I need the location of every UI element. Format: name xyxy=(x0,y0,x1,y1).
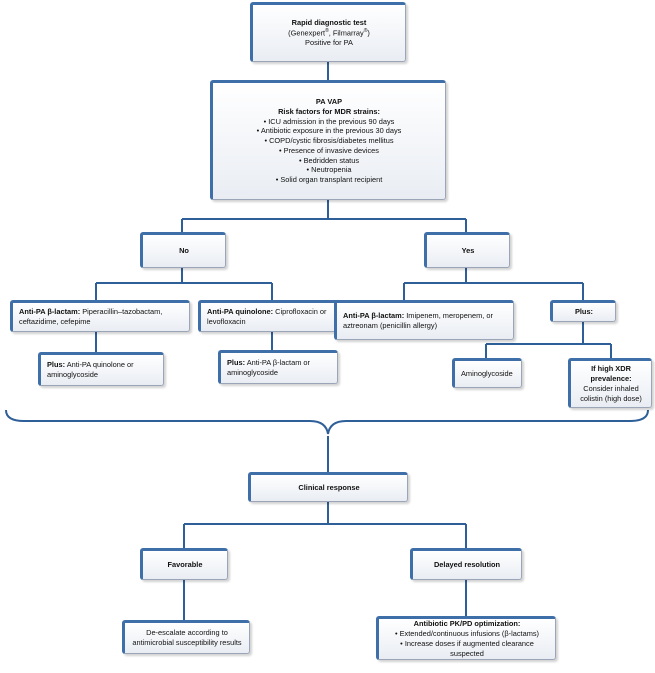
no-beta-plus-text: Plus: Anti-PA quinolone or aminoglycosid… xyxy=(47,360,157,380)
no-beta-lactam-heading: Anti-PA β-lactam: xyxy=(19,307,81,317)
rapid-test-close-paren: ) xyxy=(367,28,370,38)
risk-factor-item: • Bedridden status xyxy=(298,155,360,165)
no-quin-plus-box: Plus: Anti-PA β-lactam or aminoglycoside xyxy=(218,350,338,384)
yes-beta-lactam-text: Anti-PA β-lactam: Imipenem, meropenem, o… xyxy=(343,311,507,331)
no-beta-plus-drugs: Anti-PA quinolone or aminoglycoside xyxy=(47,360,134,379)
risk-factor-item: • COPD/cystic fibrosis/diabetes mellitus xyxy=(264,136,394,146)
no-beta-plus-heading: Plus: xyxy=(47,360,66,370)
risk-factor-item: • Neutropenia xyxy=(306,165,352,175)
rapid-test-box: Rapid diagnostic test (Genexpert®, Filma… xyxy=(250,2,406,62)
no-quinolone-box: Anti-PA quinolone: Ciprofloxacin or levo… xyxy=(198,300,348,332)
deescalate-box: De-escalate according to antimicrobial s… xyxy=(122,620,250,654)
yes-beta-lactam-box: Anti-PA β-lactam: Imipenem, meropenem, o… xyxy=(334,300,514,340)
rapid-test-title: Rapid diagnostic test xyxy=(291,18,367,28)
deescalate-text: De-escalate according to antimicrobial s… xyxy=(132,628,242,647)
risk-factor-item: • Solid organ transplant recipient xyxy=(275,175,383,185)
no-quin-plus-text: Plus: Anti-PA β-lactam or aminoglycoside xyxy=(227,358,331,378)
yes-beta-lactam-heading: Anti-PA β-lactam: xyxy=(343,311,405,321)
clinical-response-box: Clinical response xyxy=(248,472,408,502)
aminoglycoside-box: Aminoglycoside xyxy=(452,358,522,388)
no-beta-lactam-text: Anti-PA β-lactam: Piperacillin–tazobacta… xyxy=(19,307,183,327)
clinical-response-label: Clinical response xyxy=(298,483,360,493)
no-beta-plus-box: Plus: Anti-PA quinolone or aminoglycosid… xyxy=(38,352,164,386)
no-quin-plus-drugs: Anti-PA β-lactam or aminoglycoside xyxy=(227,358,310,377)
xdr-box: If high XDR prevalence: Consider inhaled… xyxy=(568,358,652,408)
risk-factor-item: • Antibiotic exposure in the previous 30… xyxy=(256,126,402,136)
rapid-test-result: Positive for PA xyxy=(305,38,353,48)
risk-factors-heading: Risk factors for MDR strains: xyxy=(278,106,380,116)
favorable-label: Favorable xyxy=(167,560,203,570)
yes-plus-box: Plus: xyxy=(550,300,616,322)
xdr-text: If high XDR prevalence: Consider inhaled… xyxy=(577,364,645,403)
aminoglycoside-label: Aminoglycoside xyxy=(461,369,513,379)
xdr-recommendation: Consider inhaled colistin (high dose) xyxy=(580,384,642,403)
registered-mark-2: ® xyxy=(363,27,368,34)
no-box: No xyxy=(140,232,226,268)
no-quin-plus-heading: Plus: xyxy=(227,358,246,368)
no-quinolone-heading: Anti-PA quinolone: xyxy=(207,307,274,317)
pkpd-item: • Increase doses if augmented clearance … xyxy=(400,639,534,658)
risk-factor-item: • Presence of invasive devices xyxy=(279,145,379,155)
yes-beta-lactam-drugs: Imipenem, meropenem, or aztreonam (penic… xyxy=(343,311,493,330)
pa-vap-box: PA VAP Risk factors for MDR strains: • I… xyxy=(210,80,446,200)
yes-label: Yes xyxy=(461,246,475,256)
xdr-heading: If high XDR prevalence: xyxy=(590,364,632,384)
favorable-box: Favorable xyxy=(140,548,228,580)
pkpd-item: • Extended/continuous infusions (β-lacta… xyxy=(394,629,540,639)
rapid-test-devices: (Genexpert®, Filmarray®) xyxy=(288,28,370,38)
risk-factor-item: • ICU admission in the previous 90 days xyxy=(263,116,395,126)
rapid-test-device-1: (Genexpert xyxy=(288,28,326,38)
yes-plus-label: Plus: xyxy=(574,307,594,317)
rapid-test-device-2: , Filmarray xyxy=(328,28,364,38)
registered-mark-1: ® xyxy=(325,27,329,34)
pkpd-box: Antibiotic PK/PD optimization: • Extende… xyxy=(376,616,556,660)
yes-box: Yes xyxy=(424,232,510,268)
no-quinolone-drugs: Ciprofloxacin or levofloxacin xyxy=(207,307,327,326)
no-quinolone-text: Anti-PA quinolone: Ciprofloxacin or levo… xyxy=(207,307,341,327)
pa-vap-title: PA VAP xyxy=(315,97,343,107)
no-label: No xyxy=(179,246,189,256)
pkpd-title: Antibiotic PK/PD optimization: xyxy=(413,619,521,629)
delayed-resolution-box: Delayed resolution xyxy=(410,548,522,580)
delayed-resolution-label: Delayed resolution xyxy=(433,560,501,570)
brace-bracket xyxy=(5,409,649,435)
no-beta-lactam-drugs: Piperacillin–tazobactam, ceftazidime, ce… xyxy=(19,307,163,326)
no-beta-lactam-box: Anti-PA β-lactam: Piperacillin–tazobacta… xyxy=(10,300,190,332)
